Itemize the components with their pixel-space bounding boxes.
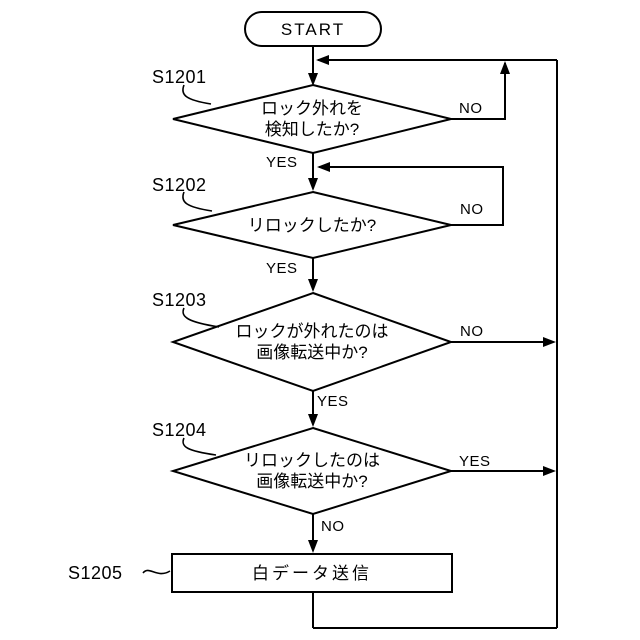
step-id-s1203: S1203 bbox=[152, 290, 207, 310]
arrowhead-into-s1202 bbox=[308, 178, 318, 191]
leader-s1203 bbox=[182, 307, 220, 328]
arrowhead-into-s1204 bbox=[308, 414, 318, 427]
process-s1205-text: 白データ送信 bbox=[172, 554, 452, 592]
process-s1205-line1: 白データ送信 bbox=[252, 563, 372, 583]
arrowhead-s1203-no-right bbox=[543, 337, 556, 347]
decision-s1203-line1: ロックが外れたのは bbox=[235, 322, 389, 341]
decision-s1203-shape bbox=[169, 291, 454, 393]
arrowhead-into-s1203 bbox=[308, 279, 318, 292]
decision-s1202-text: リロックしたか? bbox=[173, 192, 451, 258]
arrowhead-into-s1201 bbox=[308, 73, 318, 86]
s1202-yes-label: YES bbox=[266, 260, 298, 277]
s1204-yes-label: YES bbox=[459, 453, 491, 470]
start-terminator-label: START bbox=[245, 12, 381, 46]
arrowhead-s1202-no-left bbox=[317, 162, 330, 172]
s1202-no-label: NO bbox=[460, 201, 484, 218]
decision-s1204-line2: 画像転送中か? bbox=[256, 472, 368, 491]
decision-s1201-line2: 検知したか? bbox=[264, 120, 360, 139]
leader-s1205 bbox=[142, 569, 171, 575]
step-id-s1205: S1205 bbox=[68, 563, 123, 583]
decision-s1204-line1: リロックしたのは bbox=[244, 451, 380, 470]
decision-s1201-line1: ロック外れを bbox=[261, 99, 363, 118]
decision-s1201-shape bbox=[172, 83, 452, 155]
start-label-text: START bbox=[280, 19, 346, 39]
arrowhead-s1201-no-up bbox=[500, 61, 510, 74]
decision-s1203-line2: 画像転送中か? bbox=[256, 343, 368, 362]
decision-s1203-text: ロックが外れたのは 画像転送中か? bbox=[173, 293, 451, 391]
step-id-s1202: S1202 bbox=[152, 175, 207, 195]
decision-s1201-text: ロック外れを 検知したか? bbox=[173, 85, 451, 153]
arrowhead-top-junction bbox=[316, 55, 329, 65]
edge-s1202-no-loop bbox=[319, 166, 504, 226]
s1201-yes-label: YES bbox=[266, 154, 298, 171]
decision-s1202-shape bbox=[172, 190, 452, 260]
start-terminator-shape bbox=[244, 11, 382, 47]
decision-s1204-shape bbox=[169, 426, 455, 516]
edge-s1201-no-loop bbox=[451, 63, 506, 120]
leader-s1201 bbox=[182, 84, 212, 105]
step-id-s1201: S1201 bbox=[152, 67, 207, 87]
s1201-no-label: NO bbox=[459, 100, 483, 117]
decision-s1202-line1: リロックしたか? bbox=[247, 215, 377, 235]
s1204-no-label: NO bbox=[321, 518, 345, 535]
leader-s1202 bbox=[182, 191, 213, 212]
decision-s1204-text: リロックしたのは 画像転送中か? bbox=[173, 428, 451, 514]
process-s1205-shape bbox=[171, 553, 453, 593]
step-id-s1204: S1204 bbox=[152, 420, 207, 440]
s1203-no-label: NO bbox=[460, 323, 484, 340]
leader-s1204 bbox=[182, 437, 217, 456]
s1203-yes-label: YES bbox=[317, 393, 349, 410]
arrowhead-into-s1205 bbox=[308, 540, 318, 553]
arrowhead-s1204-yes-right bbox=[543, 466, 556, 476]
